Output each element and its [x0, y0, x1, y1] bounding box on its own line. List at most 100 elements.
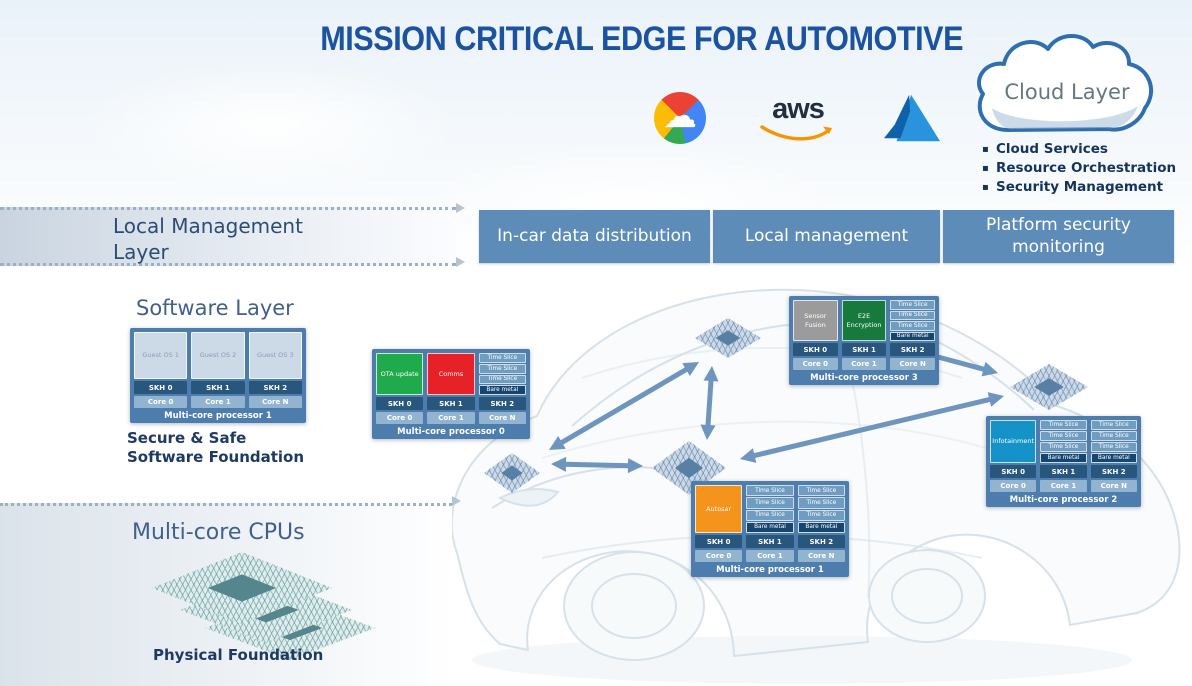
cloud-layer-shape [976, 34, 1154, 132]
cloud-services-list: Cloud Services Resource Orchestration Se… [980, 140, 1192, 197]
chip-die [501, 465, 523, 481]
time-slice-cell: Time Slice [890, 310, 936, 320]
bare-metal-cell: Bare metal [746, 521, 794, 533]
time-slice-cell: Time Slice [1090, 431, 1137, 441]
dotted-arrow-tip [452, 496, 466, 506]
time-slice-cell: Time Slice [478, 363, 526, 374]
time-slice-cell: Time Slice [746, 509, 794, 521]
local-management-layer-label: Local Management Layer [113, 214, 303, 264]
cloud-bullet-item: Resource Orchestration [980, 159, 1192, 178]
skh-cell: SKH 0 [134, 381, 188, 394]
cloud-bullet-item: Cloud Services [980, 140, 1192, 159]
app-partition: Infotainment [990, 420, 1037, 463]
bare-metal-cell: Bare metal [478, 385, 526, 395]
skh-cell: SKH 2 [797, 535, 845, 548]
core-cell: Core 0 [695, 550, 743, 562]
time-slice-cell: Time Slice [1090, 420, 1137, 430]
chip-die [674, 457, 704, 479]
core-cell: Core N [248, 396, 302, 408]
skh-cell: SKH 1 [427, 397, 475, 410]
core-cell: Core 1 [841, 358, 887, 370]
processor-name: Multi-core processor 1 [164, 410, 272, 421]
software-layer-heading: Software Layer [136, 296, 294, 320]
aws-smile-icon [760, 125, 832, 141]
core-cell: Core N [478, 412, 526, 424]
core-cell: Core 0 [793, 358, 838, 370]
cloud-bullet-item: Security Management [980, 178, 1192, 197]
bare-metal-cell: Bare metal [797, 521, 845, 533]
core-cell: Core 0 [990, 480, 1037, 492]
skh-cell: SKH 0 [793, 343, 838, 356]
skh-cell: SKH 2 [1090, 465, 1137, 478]
processor-name: Multi-core processor 1 [716, 564, 824, 575]
google-cloud-icon [654, 92, 706, 144]
processor-name: Multi-core processor 0 [397, 426, 505, 437]
app-partition: Sensor Fusion [793, 300, 838, 341]
skh-cell: SKH 0 [376, 397, 424, 410]
caption-line: Software Foundation [127, 447, 305, 466]
app-partition: OTA update [376, 353, 424, 395]
skh-cell: SKH 2 [890, 343, 936, 356]
core-cell: Core 0 [134, 396, 188, 408]
time-slice-cell: Time Slice [797, 497, 845, 509]
aws-logo-text: aws [772, 93, 825, 125]
multi-core-cpus-heading: Multi-core CPUs [132, 520, 305, 545]
local-management-band [0, 207, 456, 266]
core-cell: Core N [1090, 480, 1137, 492]
aws-icon: aws [756, 94, 840, 144]
time-slice-cell: Time Slice [1090, 442, 1137, 452]
core-cell: Core 1 [746, 550, 794, 562]
caption-line: Secure & Safe [127, 429, 247, 447]
processor-name: Multi-core processor 3 [810, 372, 918, 383]
skh-cell: SKH 0 [990, 465, 1037, 478]
app-partition: Guest OS 2 [191, 332, 245, 379]
bare-metal-cell: Bare metal [1090, 453, 1137, 463]
dotted-arrow-tip [456, 257, 470, 267]
app-partition: Comms [427, 353, 475, 395]
skh-cell: SKH 2 [478, 397, 526, 410]
in-car-data-distribution-box: In-car data distribution [479, 210, 710, 263]
core-cell: Core 1 [1040, 480, 1087, 492]
bare-metal-cell: Bare metal [890, 331, 936, 341]
time-slice-cell: Time Slice [1040, 420, 1087, 430]
time-slice-cell: Time Slice [890, 321, 936, 331]
time-slice-cell: Time Slice [746, 497, 794, 509]
local-management-box: Local management [713, 210, 940, 263]
cpu-die [207, 574, 277, 602]
time-slice-cell: Time Slice [797, 509, 845, 521]
skh-cell: SKH 1 [1040, 465, 1087, 478]
time-slice-cell: Time Slice [1040, 442, 1087, 452]
app-partition: Guest OS 1 [134, 332, 188, 379]
app-partition: Guest OS 3 [248, 332, 302, 379]
platform-security-monitoring-box: Platform security monitoring [943, 210, 1174, 263]
time-slice-cell: Time Slice [797, 485, 845, 497]
time-slice-cell: Time Slice [890, 300, 936, 310]
core-cell: Core 0 [376, 412, 424, 424]
software-foundation-caption: Secure & Safe Software Foundation [127, 429, 304, 467]
time-slice-cell: Time Slice [478, 353, 526, 363]
app-partition: E2E Encryption [841, 300, 887, 341]
time-slice-cell: Time Slice [478, 374, 526, 385]
app-partition: Autosar [695, 485, 743, 533]
skh-cell: SKH 1 [191, 381, 245, 394]
cloud-blob [80, 60, 460, 190]
